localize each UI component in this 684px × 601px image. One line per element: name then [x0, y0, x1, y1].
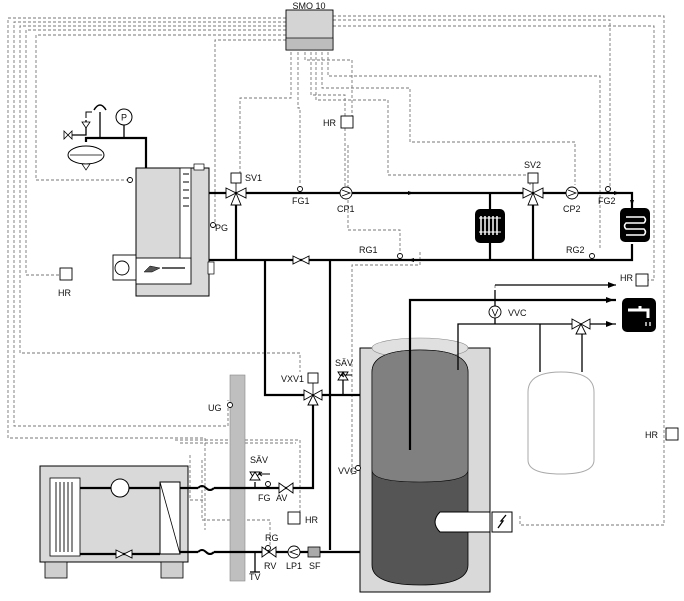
lp1-label: LP1: [286, 561, 302, 571]
fg-label: FG: [258, 493, 271, 503]
wall: [229, 374, 246, 582]
rv-valve: RV: [261, 546, 277, 571]
hr-left-label: HR: [58, 288, 71, 298]
fg-sensor: [265, 481, 271, 487]
flow-arrow-4: [408, 258, 414, 262]
expansion-vessel-group: P: [63, 104, 148, 171]
hr-top-label: HR: [323, 118, 336, 128]
cp1-pump: CP1: [337, 186, 355, 214]
heat-pump: [39, 465, 189, 579]
flow-arrow-3: [630, 200, 634, 206]
rg1-label: RG1: [359, 245, 378, 255]
tv-label: TV: [249, 572, 261, 582]
heating-pipes: [209, 191, 634, 550]
pressure-gauge-label: P: [121, 113, 127, 123]
flow-arrow-1: [408, 191, 414, 195]
flow-arrow-2: [614, 191, 620, 195]
cp2-pump: CP2: [563, 186, 581, 214]
sv2-valve: SV2: [522, 160, 544, 206]
cp2-label: CP2: [563, 204, 581, 214]
vvg-label: VVG: [338, 466, 357, 476]
boiler: [112, 163, 215, 297]
vxv1-label: VXV1: [281, 374, 304, 384]
sv1-valve: SV1: [225, 172, 262, 206]
rg2-label: RG2: [566, 245, 585, 255]
rg-sensor: [265, 545, 271, 551]
sf-label: SF: [309, 561, 321, 571]
hw-arrow-2: [606, 297, 614, 303]
fg2-label: FG2: [598, 196, 616, 206]
sensors: FG1 FG2 RG1 RG2 PG: [127, 177, 616, 259]
dhw-mixing-valve: [571, 318, 591, 335]
av-valve: AV: [276, 482, 294, 503]
vxv1-valve: VXV1: [281, 372, 323, 406]
smo10-controller: SMO 10: [285, 1, 334, 51]
radiator: [475, 209, 505, 243]
vvc-label: VVC: [508, 308, 527, 318]
sav-upper-label: SÄV: [335, 358, 353, 368]
sav-valve-upper: SÄV: [335, 358, 353, 395]
ug-sensor: [227, 402, 233, 408]
hr-bottom-label: HR: [305, 515, 318, 525]
sav-valve-lower: SÄV: [249, 455, 270, 481]
sv1-label: SV1: [245, 173, 262, 183]
pg-label: PG: [215, 223, 228, 233]
cp1-label: CP1: [337, 204, 355, 214]
vvc-pump: VVC: [488, 305, 527, 319]
water-heater-tank: [359, 337, 513, 593]
heat-pump-pipes: [180, 405, 372, 573]
hr-sensors: HR HR HR HR HR: [58, 115, 679, 525]
rg-label: RG: [265, 533, 279, 543]
av-label: AV: [276, 493, 287, 503]
ug-label: UG: [208, 403, 222, 413]
floor-heating: [620, 208, 650, 242]
hr-right-label: HR: [645, 430, 658, 440]
tap-icon: [622, 298, 656, 332]
hr-right-top-label: HR: [620, 273, 633, 283]
rv-label: RV: [264, 561, 276, 571]
sv2-label: SV2: [524, 160, 541, 170]
bypass-valve: [292, 255, 310, 265]
fg1-label: FG1: [292, 196, 310, 206]
sav-lower-label: SÄV: [250, 455, 268, 465]
vvg-sensor: [355, 465, 361, 471]
lp1-pump: LP1: [286, 545, 302, 571]
accumulator-tank: [527, 371, 595, 475]
sf-filter: SF: [307, 546, 321, 571]
controller-label: SMO 10: [292, 1, 325, 11]
hw-arrow-3: [606, 321, 614, 327]
hw-arrow-1: [608, 282, 616, 288]
